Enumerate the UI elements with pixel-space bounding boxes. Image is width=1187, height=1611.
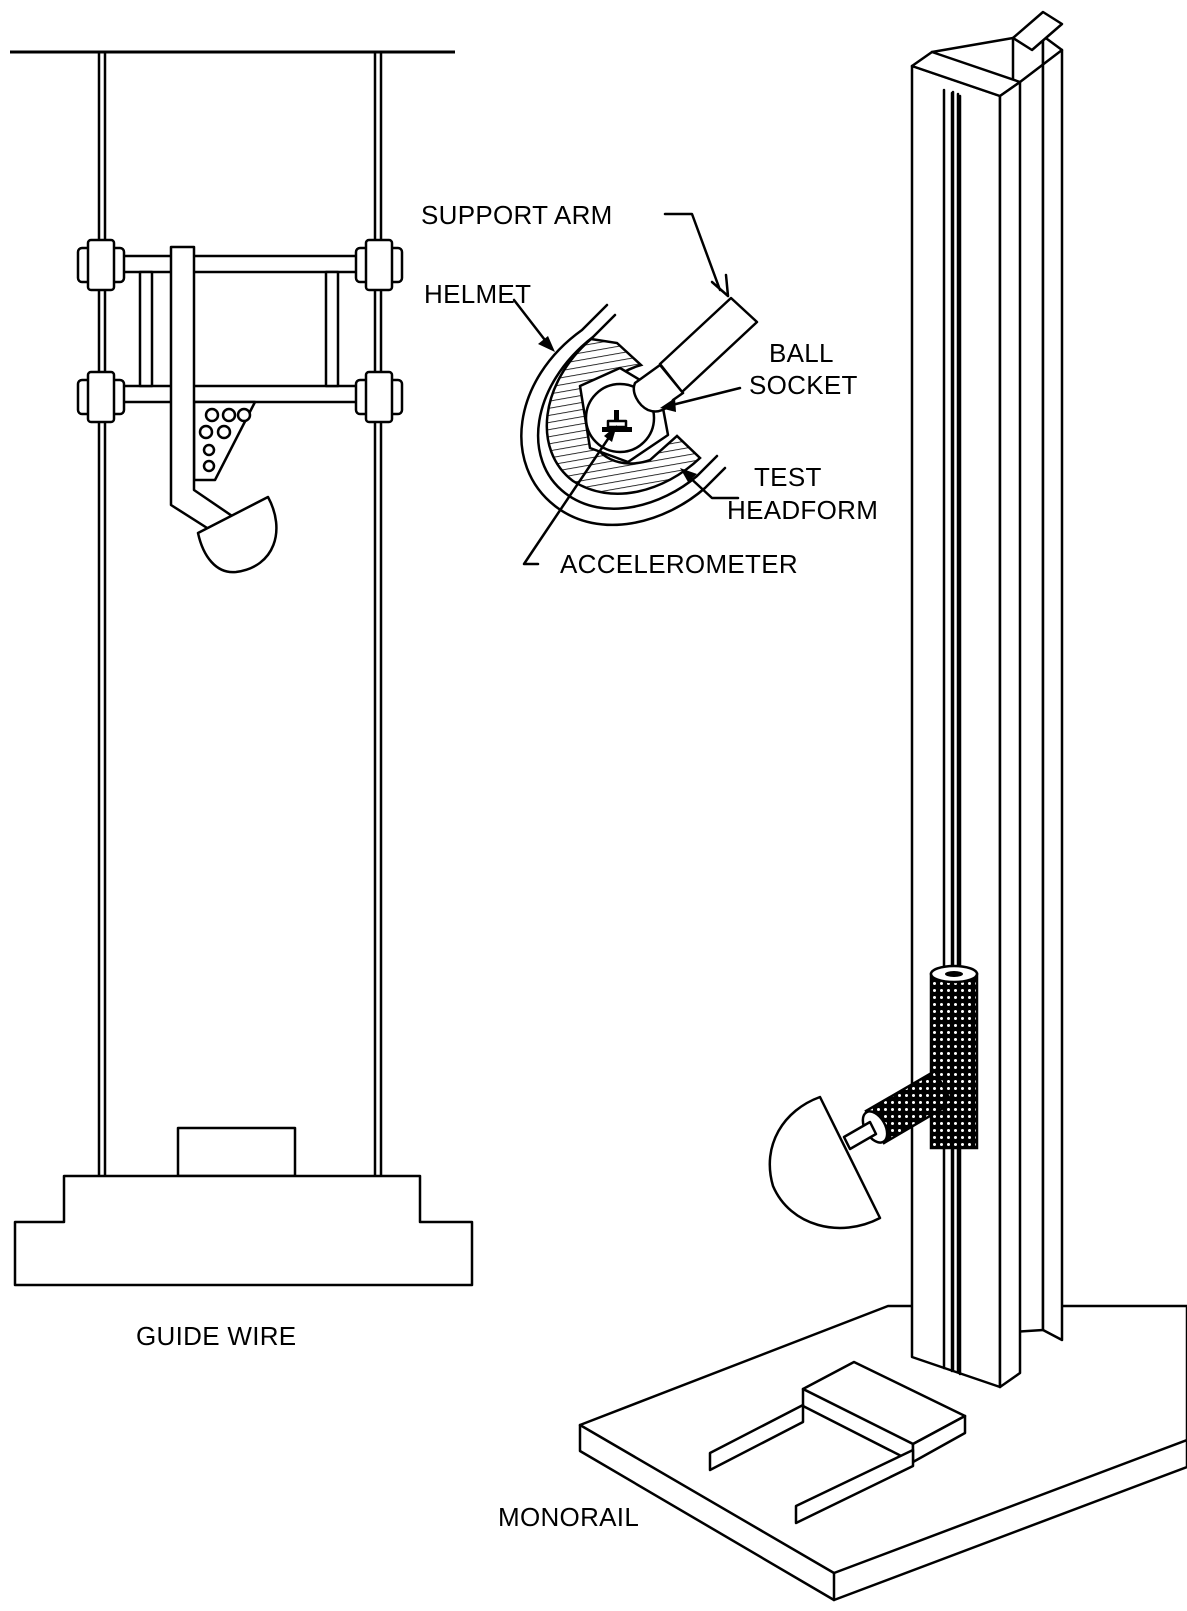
- monorail-carriage: [842, 964, 979, 1151]
- accelerometer-icon: [602, 410, 632, 432]
- label-helmet: HELMET: [424, 279, 531, 309]
- label-accelerometer: ACCELEROMETER: [560, 549, 798, 579]
- helmet-detail: [512, 212, 759, 566]
- monorail-base-plate: [578, 1304, 1187, 1602]
- bearing-block: [354, 238, 404, 292]
- guide-wire-right: [373, 50, 383, 1177]
- anvil-base: [13, 1126, 474, 1287]
- guide-wire-headform: [196, 495, 278, 574]
- support-arm: [632, 296, 759, 413]
- drop-carriage: [76, 238, 404, 542]
- monorail-apparatus: [578, 10, 1187, 1602]
- monorail-headform: [768, 1095, 882, 1230]
- label-headform: HEADFORM: [727, 495, 878, 525]
- helmet-shell: [520, 303, 727, 527]
- guide-wire-apparatus: [10, 50, 474, 1287]
- bearing-block: [76, 370, 126, 424]
- i-beam-column: [910, 10, 1064, 1389]
- monorail-anvil: [708, 1360, 967, 1525]
- bearing-block: [354, 370, 404, 424]
- label-ball: BALL: [769, 338, 834, 368]
- bearing-block: [76, 238, 126, 292]
- label-socket: SOCKET: [749, 370, 858, 400]
- labels: SUPPORT ARM HELMET BALL SOCKET TEST HEAD…: [136, 200, 878, 1532]
- label-monorail: MONORAIL: [498, 1502, 639, 1532]
- label-test: TEST: [754, 462, 822, 492]
- label-guide-wire: GUIDE WIRE: [136, 1321, 296, 1351]
- guide-wire-left: [97, 50, 107, 1177]
- label-support-arm: SUPPORT ARM: [421, 200, 613, 230]
